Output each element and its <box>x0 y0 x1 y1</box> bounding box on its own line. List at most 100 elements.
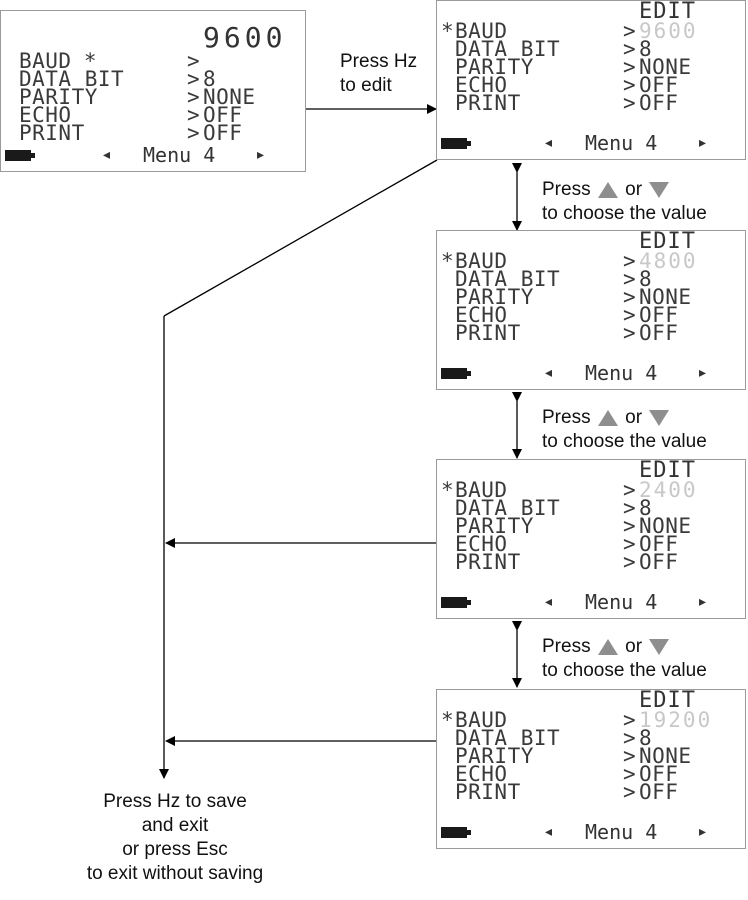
edit-mode-label: EDIT <box>639 689 696 713</box>
edit-row-baud: *BAUD>19200 <box>441 710 710 731</box>
row-value: 8 <box>639 496 653 520</box>
edit-mode-label: EDIT <box>639 459 696 483</box>
edit-row-echo: ECHO>OFF <box>441 534 678 555</box>
row-value: OFF <box>203 103 243 127</box>
final-line4: to exit without saving <box>86 863 264 884</box>
row-label: PARITY <box>455 285 534 309</box>
row-separator: > <box>187 85 201 109</box>
battery-icon <box>441 368 471 379</box>
row-separator: > <box>623 744 637 768</box>
row-value: OFF <box>203 121 243 145</box>
press-hz-line2: to edit <box>340 75 392 96</box>
row-value: 2400 <box>639 478 698 502</box>
row-value: NONE <box>639 285 692 309</box>
battery-icon <box>441 827 471 838</box>
row-value: 8 <box>639 37 653 61</box>
main-row-baud: *BAUD>9600 <box>5 24 282 72</box>
main-footer: ◂ Menu 4 ▸ <box>1 143 305 167</box>
row-value: OFF <box>639 303 679 327</box>
row-value: 9600 <box>203 21 287 54</box>
edit-screen-3: EDIT *BAUD>2400 DATA BIT>8 PARITY>NONE E… <box>436 459 746 619</box>
row-label: ECHO <box>455 303 508 327</box>
row-separator: > <box>623 249 637 273</box>
main-row-print: PRINT >OFF <box>5 103 242 144</box>
row-marker: * <box>83 49 98 73</box>
menu-label: Menu 4 <box>585 590 658 614</box>
row-label: ECHO <box>19 103 72 127</box>
row-separator: > <box>623 19 637 43</box>
nav-right-icon: ▸ <box>257 147 265 163</box>
choose-line1: Press or <box>542 406 707 430</box>
row-value: NONE <box>639 55 692 79</box>
nav-right-icon: ▸ <box>699 824 707 840</box>
main-screen: *BAUD>9600 DATA BIT>8 PARITY>NONE ECHO>O… <box>0 10 306 172</box>
up-arrow-icon <box>597 409 618 426</box>
row-label: BAUD <box>455 249 508 273</box>
main-row-data-bit: DATA BIT>8 <box>5 49 216 90</box>
edit-mode-label: EDIT <box>639 0 696 24</box>
choose-caption-3: Press or to choose the value <box>542 635 707 683</box>
nav-left-icon: ◂ <box>545 594 553 610</box>
choose-line1: Press or <box>542 635 707 659</box>
nav-left-icon: ◂ <box>545 365 553 381</box>
row-label: PRINT <box>455 321 521 345</box>
row-label: BAUD <box>455 19 508 43</box>
press-hz-caption: Press Hz to edit <box>340 50 417 98</box>
row-label: ECHO <box>455 532 508 556</box>
row-label: BAUD <box>455 478 508 502</box>
row-separator: > <box>187 121 201 145</box>
edit-row-baud: *BAUD>4800 <box>441 251 696 272</box>
row-value: OFF <box>639 762 679 786</box>
battery-icon <box>5 150 35 161</box>
edit-row-parity: PARITY>NONE <box>441 57 691 78</box>
edit-row-echo: ECHO>OFF <box>441 75 678 96</box>
final-line3: or press Esc <box>122 839 228 860</box>
row-marker: * <box>441 478 455 502</box>
row-label: ECHO <box>455 73 508 97</box>
row-value: NONE <box>639 744 692 768</box>
final-line2: and exit <box>141 815 209 836</box>
row-value: 8 <box>639 267 653 291</box>
row-separator: > <box>623 532 637 556</box>
edit-row-data-bit: DATA BIT>8 <box>441 269 652 290</box>
row-separator: > <box>623 91 637 115</box>
row-separator: > <box>623 478 637 502</box>
nav-left-icon: ◂ <box>545 135 553 151</box>
choose-caption-1: Press or to choose the value <box>542 178 707 226</box>
row-separator: > <box>623 708 637 732</box>
row-separator: > <box>623 550 637 574</box>
row-label: PRINT <box>455 780 521 804</box>
choose-or: or <box>625 179 643 200</box>
menu-label: Menu 4 <box>585 131 658 155</box>
edit-row-data-bit: DATA BIT>8 <box>441 728 652 749</box>
battery-icon <box>441 597 471 608</box>
nav-right-icon: ▸ <box>699 594 707 610</box>
row-value: OFF <box>639 550 679 574</box>
row-marker: * <box>441 19 455 43</box>
edit-row-baud: *BAUD>9600 <box>441 19 696 43</box>
row-value: 19200 <box>639 708 713 732</box>
row-label: PRINT <box>19 121 85 145</box>
row-label: PRINT <box>455 550 521 574</box>
row-separator: > <box>623 73 637 97</box>
row-separator: > <box>623 303 637 327</box>
edit-row-parity: PARITY>NONE <box>441 516 691 537</box>
choose-line1: Press or <box>542 178 707 202</box>
row-label: BAUD <box>19 49 72 73</box>
choose-press: Press <box>542 407 591 428</box>
row-value: OFF <box>639 91 679 115</box>
edit-row-print: PRINT >OFF <box>441 552 678 573</box>
row-separator: > <box>623 762 637 786</box>
row-value: OFF <box>639 780 679 804</box>
edit-row-data-bit: DATA BIT>8 <box>441 39 652 60</box>
choose-or: or <box>625 407 643 428</box>
row-label: DATA BIT <box>19 67 125 91</box>
row-separator: > <box>623 267 637 291</box>
row-separator: > <box>187 67 201 91</box>
final-instruction: Press Hz to save and exit or press Esc t… <box>60 790 290 886</box>
down-arrow-icon <box>649 638 670 655</box>
down-arrow-icon <box>649 409 670 426</box>
row-separator: > <box>623 726 637 750</box>
nav-left-icon: ◂ <box>545 824 553 840</box>
nav-right-icon: ▸ <box>699 365 707 381</box>
